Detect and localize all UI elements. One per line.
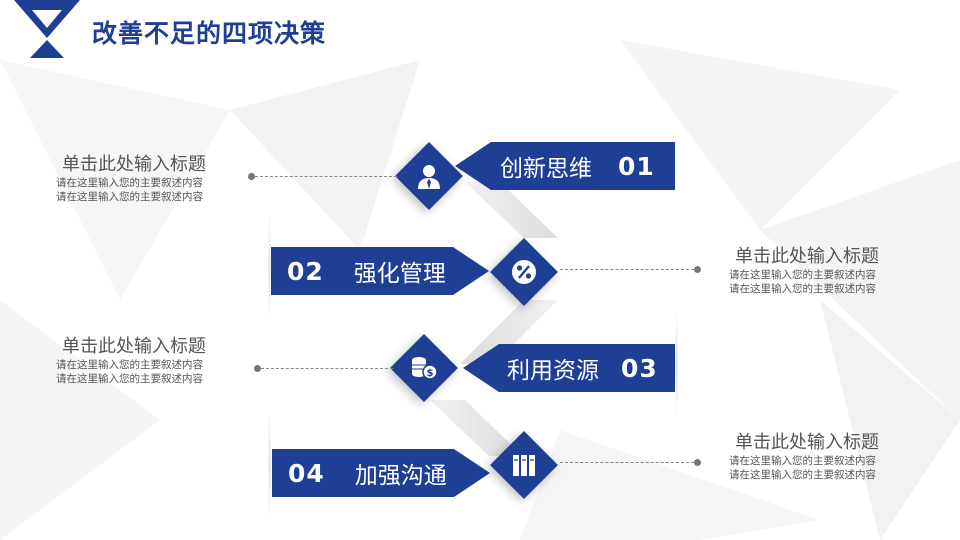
step-label: 加强沟通 (354, 463, 447, 489)
caption-01: 单击此处输入标题 请在这里输入您的主要叙述内容 请在这里输入您的主要叙述内容 (56, 154, 236, 204)
connector-dot (254, 365, 261, 372)
logo-icon (14, 0, 80, 58)
connector-dot (694, 459, 701, 466)
percent-icon (504, 252, 544, 292)
caption-text: 请在这里输入您的主要叙述内容 (56, 373, 203, 385)
caption-04: 单击此处输入标题 请在这里输入您的主要叙述内容 请在这里输入您的主要叙述内容 (729, 432, 919, 482)
step-label: 强化管理 (353, 261, 446, 287)
page-title: 改善不足的四项决策 (92, 19, 327, 48)
step-ribbon-01: 创新思维 01 (455, 142, 675, 190)
step-label: 利用资源 (507, 358, 599, 384)
step-number: 04 (288, 458, 325, 488)
caption-03: 单击此处输入标题 请在这里输入您的主要叙述内容 请在这里输入您的主要叙述内容 (56, 336, 236, 386)
caption-text: 请在这里输入您的主要叙述内容 (56, 359, 203, 371)
caption-text: 请在这里输入您的主要叙述内容 (729, 469, 876, 481)
svg-text:$: $ (427, 368, 434, 379)
caption-text: 请在这里输入您的主要叙述内容 (729, 455, 876, 467)
coins-icon: $ (404, 348, 444, 388)
divider (675, 308, 678, 418)
step-number: 01 (618, 151, 655, 181)
step-ribbon-02: 02 强化管理 (271, 247, 489, 295)
step-ribbon-04: 04 加强沟通 (272, 449, 490, 497)
caption-heading: 单击此处输入标题 (62, 336, 206, 357)
connector-line (255, 176, 397, 177)
caption-text: 请在这里输入您的主要叙述内容 (729, 283, 876, 295)
step-number: 02 (287, 256, 324, 286)
caption-text: 请在这里输入您的主要叙述内容 (56, 191, 203, 203)
divider (268, 212, 271, 322)
caption-02: 单击此处输入标题 请在这里输入您的主要叙述内容 请在这里输入您的主要叙述内容 (729, 246, 919, 296)
step-number: 03 (621, 353, 658, 383)
step-ribbon-03: 利用资源 03 (463, 344, 675, 392)
caption-heading: 单击此处输入标题 (735, 432, 879, 453)
step-label: 创新思维 (500, 156, 592, 182)
divider (268, 410, 271, 520)
connector-line (560, 462, 694, 463)
connector-dot (248, 173, 255, 180)
person-icon (409, 156, 449, 196)
connector-line (560, 269, 694, 270)
connector-dot (694, 266, 701, 273)
connector-line (261, 368, 393, 369)
caption-text: 请在这里输入您的主要叙述内容 (56, 177, 203, 189)
caption-heading: 单击此处输入标题 (62, 154, 206, 175)
caption-heading: 单击此处输入标题 (735, 246, 879, 267)
books-icon (504, 445, 544, 485)
caption-text: 请在这里输入您的主要叙述内容 (729, 269, 876, 281)
